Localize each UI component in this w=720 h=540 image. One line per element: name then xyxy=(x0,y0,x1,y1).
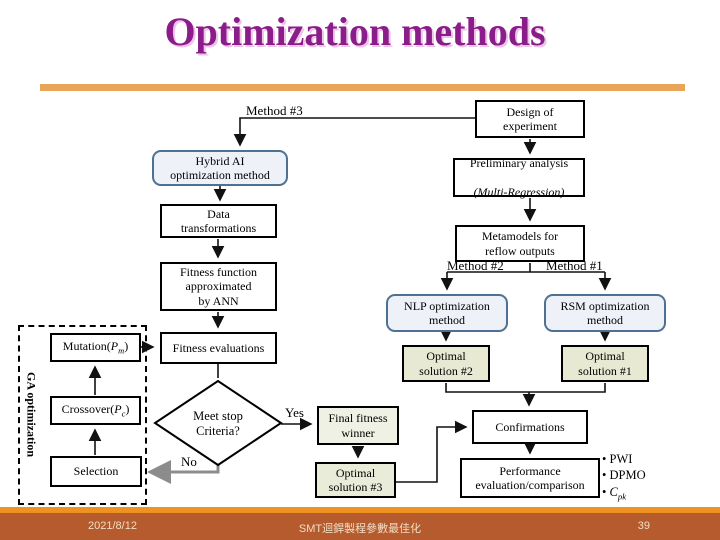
design-of-experiment-box: Design of experiment xyxy=(475,100,585,138)
final-fitness-winner-label: Final fitness winner xyxy=(328,411,388,440)
yes-label: Yes xyxy=(285,405,304,420)
bullet-icon: • xyxy=(602,484,607,499)
method-3-label: Method #3 xyxy=(246,103,303,118)
ga-optimization-group xyxy=(18,325,147,505)
crossover-label: Crossover( xyxy=(61,401,115,416)
decision-diamond xyxy=(153,379,283,467)
metamodels-label: Metamodels for reflow outputs xyxy=(481,229,559,258)
mutation-parameter: P xyxy=(110,338,119,353)
hybrid-ai-method-box: Hybrid AI optimization method xyxy=(152,150,288,186)
data-transformations-label: Data transformations xyxy=(180,206,257,235)
crossover-parameter: P xyxy=(114,401,122,416)
rsm-method-box: RSM optimization method xyxy=(544,294,666,332)
preliminary-analysis-label: Preliminary analysis xyxy=(469,156,569,171)
mutation-box: Mutation(Pm) xyxy=(50,333,141,362)
ga-group-label: GA optimization xyxy=(24,371,39,457)
selection-box: Selection xyxy=(50,456,142,487)
no-label: No xyxy=(181,454,197,469)
optimal-solution-3-label: Optimal solution #3 xyxy=(328,465,383,494)
title-underline-rule xyxy=(40,84,685,91)
rsm-method-label: RSM optimization method xyxy=(560,298,650,327)
method-2-label: Method #2 xyxy=(447,258,504,273)
optimal-solution-2-label: Optimal solution #2 xyxy=(419,349,473,378)
fitness-evaluations-label: Fitness evaluations xyxy=(172,340,265,355)
crossover-box: Crossover(Pc) xyxy=(50,396,141,425)
bullet-icon: • xyxy=(602,452,607,466)
hybrid-ai-method-label: Hybrid AI optimization method xyxy=(170,153,270,182)
confirmations-label: Confirmations xyxy=(495,419,565,434)
data-transformations-box: Data transformations xyxy=(160,204,277,238)
final-fitness-winner-box: Final fitness winner xyxy=(317,406,399,445)
optimal-solution-3-box: Optimal solution #3 xyxy=(315,462,396,498)
design-of-experiment-label: Design of experiment xyxy=(503,104,557,133)
fitness-function-label: Fitness function approximated by ANN xyxy=(180,265,257,308)
multi-regression-label: (Multi-Regression) xyxy=(473,184,565,199)
crossover-parameter-subscript: c xyxy=(121,409,126,419)
performance-evaluation-label: Performance evaluation/comparison xyxy=(475,463,585,492)
footer-date: 2021/8/12 xyxy=(88,520,137,532)
metric-bullet-list: • PWI • DPMO • Cpk xyxy=(602,451,646,502)
footer-course-title: SMT迴銲製程參數最佳化 xyxy=(298,523,422,535)
mutation-parameter-subscript: m xyxy=(118,346,125,356)
fitness-evaluations-box: Fitness evaluations xyxy=(160,332,277,364)
footer-bar: 2021/8/12 SMT迴銲製程參數最佳化 39 xyxy=(0,513,720,540)
performance-evaluation-box: Performance evaluation/comparison xyxy=(460,458,600,498)
nlp-method-box: NLP optimization method xyxy=(386,294,508,332)
meet-stop-criteria-label: Meet stop Criteria? xyxy=(193,409,243,438)
mutation-label-close: ) xyxy=(124,338,129,353)
confirmations-box: Confirmations xyxy=(472,410,588,444)
optimal-solution-1-box: Optimal solution #1 xyxy=(561,345,649,382)
bullet-dpmo: DPMO xyxy=(609,468,646,483)
bullet-icon: • xyxy=(602,468,607,483)
preliminary-analysis-box: Preliminary analysis (Multi-Regression) xyxy=(453,156,585,199)
nlp-method-label: NLP optimization method xyxy=(404,298,490,327)
bullet-cpk-subscript: pk xyxy=(617,491,627,501)
footer-accent-strip xyxy=(0,507,720,513)
metamodels-box: Metamodels for reflow outputs xyxy=(455,225,585,262)
slide-title: Optimization methods xyxy=(164,9,546,54)
bullet-cpk: C xyxy=(609,484,618,499)
optimal-solution-2-box: Optimal solution #2 xyxy=(402,345,490,382)
selection-label: Selection xyxy=(73,464,119,479)
mutation-label: Mutation( xyxy=(62,338,111,353)
footer-page-number: 39 xyxy=(637,520,650,532)
crossover-label-close: ) xyxy=(125,401,130,416)
optimal-solution-1-label: Optimal solution #1 xyxy=(578,349,632,378)
fitness-function-box: Fitness function approximated by ANN xyxy=(160,262,277,311)
bullet-pwi: PWI xyxy=(609,452,633,466)
method-1-label: Method #1 xyxy=(546,258,603,273)
